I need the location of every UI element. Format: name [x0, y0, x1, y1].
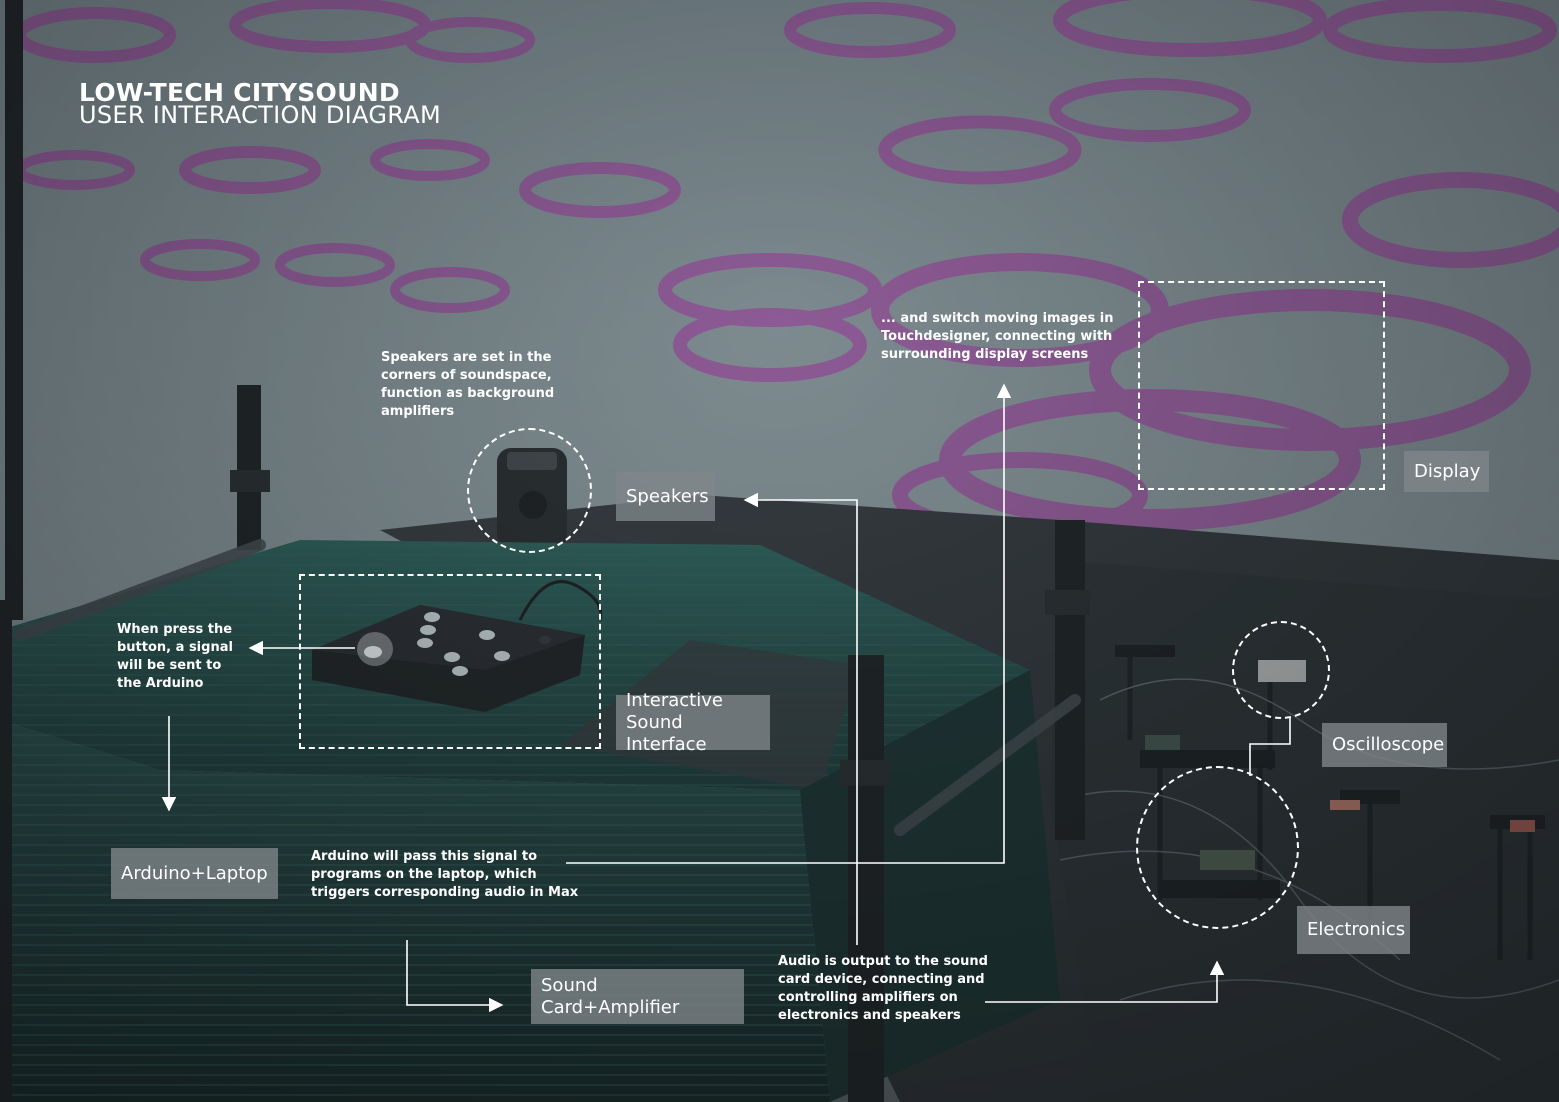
label-oscilloscope: Oscilloscope	[1322, 723, 1447, 767]
note-display: ... and switch moving images in Touchdes…	[881, 311, 1114, 362]
label-sound-card-amplifier: Sound Card+Amplifier	[531, 969, 744, 1024]
speaker-highlight	[467, 428, 592, 553]
label-interactive-sound-interface: Interactive Sound Interface	[616, 690, 770, 755]
note-button: When press the button, a signal will be …	[117, 622, 233, 691]
label-electronics: Electronics	[1297, 906, 1410, 954]
label-arduino-laptop: Arduino+Laptop	[111, 848, 278, 899]
button-highlight	[357, 632, 393, 666]
oscilloscope-highlight	[1232, 621, 1330, 719]
arrow-to-sound-card	[406, 940, 504, 1013]
label-display: Display	[1404, 451, 1489, 492]
electronics-highlight	[1136, 766, 1299, 929]
arrow-to-electronics	[985, 960, 1225, 1003]
display-highlight	[1138, 281, 1385, 490]
note-arduino: Arduino will pass this signal to program…	[311, 849, 579, 900]
oscilloscope-connector	[1249, 718, 1291, 776]
arrow-to-speakers	[743, 492, 858, 945]
diagram-title: LOW-TECH CITYSOUND	[79, 78, 400, 107]
diagram-subtitle: USER INTERACTION DIAGRAM	[79, 101, 441, 129]
note-speakers: Speakers are set in the corners of sound…	[381, 350, 555, 419]
arrow-to-display	[566, 383, 1012, 864]
label-speakers: Speakers	[616, 472, 715, 521]
note-audio: Audio is output to the sound card device…	[778, 954, 988, 1023]
interface-highlight	[299, 574, 601, 749]
